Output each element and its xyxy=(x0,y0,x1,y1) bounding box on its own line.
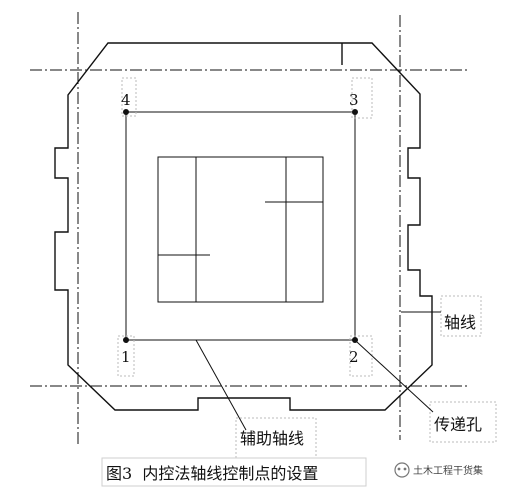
watermark-text: 土木工程干货集 xyxy=(413,464,483,477)
core-shaft xyxy=(157,156,324,303)
tag-box-3 xyxy=(351,77,373,119)
watermark-logo-dot2-icon xyxy=(403,467,407,471)
control-point-1 xyxy=(123,337,129,343)
tag-box-4 xyxy=(121,77,137,117)
control-point-4 xyxy=(123,109,129,115)
tag-box-axis-label xyxy=(440,295,482,337)
control-point-2 xyxy=(352,337,358,343)
tag-box-1 xyxy=(117,335,135,377)
figure-caption: 图3 内控法轴线控制点的设置 xyxy=(106,464,318,483)
point-label-2: 2 xyxy=(349,348,359,366)
transfer-hole-leader xyxy=(356,341,434,413)
control-point-3 xyxy=(352,109,358,115)
watermark-logo-dot-icon xyxy=(397,467,401,471)
tag-box-transfer-label xyxy=(429,401,497,443)
transfer-hole-label: 传递孔 xyxy=(434,415,482,434)
auxiliary-axis-rect xyxy=(125,111,356,341)
auxiliary-axis-label: 辅助轴线 xyxy=(240,429,304,448)
point-label-4: 4 xyxy=(121,91,131,109)
point-label-1: 1 xyxy=(121,348,131,366)
point-label-3: 3 xyxy=(349,91,359,109)
auxiliary-axis-leader xyxy=(195,339,247,431)
axis-line-label: 轴线 xyxy=(444,313,476,332)
caption-box xyxy=(101,457,367,487)
building-outline xyxy=(54,42,433,411)
watermark-logo-icon xyxy=(394,462,410,478)
watermark: 土木工程干货集 xyxy=(394,462,483,478)
